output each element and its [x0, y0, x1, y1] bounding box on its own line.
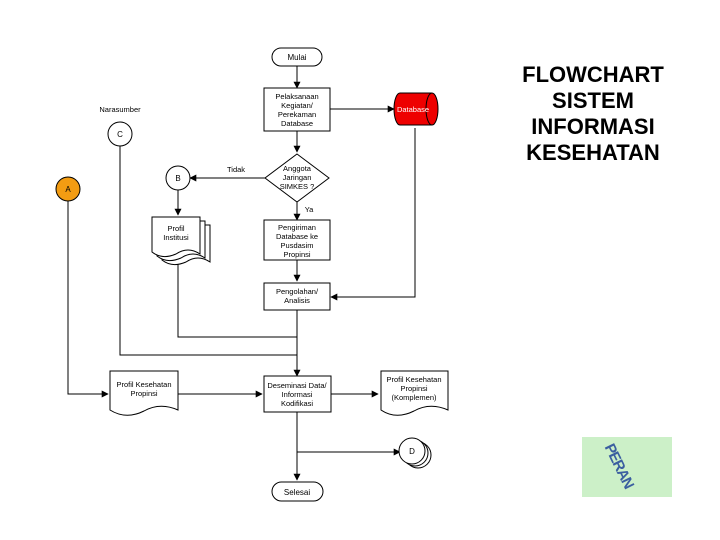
end-terminator: Selesai [271, 481, 324, 502]
start-label: Mulai [287, 53, 306, 62]
decision-simkes: Anggota Jaringan SIMKES ? [264, 153, 330, 203]
end-label: Selesai [284, 488, 310, 497]
profil-institusi-line-2: Institusi [163, 233, 189, 242]
slide-title: FLOWCHART SISTEM INFORMASI KESEHATAN [498, 62, 688, 166]
document-profil-komplemen: Profil Kesehatan Propinsi (Komplemen) [380, 370, 449, 416]
title-line-2: SISTEM [552, 88, 634, 113]
profil-komplemen-line-2: Propinsi [400, 384, 427, 393]
title-line-4: KESEHATAN [526, 140, 660, 165]
profil-komplemen-line-1: Profil Kesehatan [386, 375, 441, 384]
diseminasi-line-3: Kodifikasi [281, 399, 313, 408]
connector-lines [67, 66, 416, 481]
connector-b-label: B [175, 174, 180, 183]
connector-d-label: D [409, 447, 415, 456]
connector-b: B [165, 165, 191, 191]
process-diseminasi: Deseminasi Data/ Informasi Kodifikasi [263, 375, 332, 413]
profil-komplemen-line-3: (Komplemen) [391, 393, 437, 402]
edge-database-pengolahan [330, 128, 416, 301]
logo-glyphs: PERAN [600, 440, 637, 492]
connector-c: C [107, 121, 133, 147]
pengiriman-line-3: Pusdasim [281, 241, 314, 250]
connector-c-label: C [117, 130, 123, 139]
pengolahan-line-1: Pengolahan/ [276, 287, 319, 296]
process-pelaksanaan: Pelaksanaan Kegiatan/ Perekaman Database [263, 87, 331, 132]
edge-a-profil-kes-prop [67, 201, 109, 398]
pelaksanaan-line-2: Kegiatan/ [281, 101, 314, 110]
title-line-3: INFORMASI [531, 114, 655, 139]
diseminasi-line-2: Informasi [282, 390, 313, 399]
diseminasi-line-1: Deseminasi Data/ [267, 381, 327, 390]
label-narasumber: Narasumber [99, 105, 141, 114]
pelaksanaan-line-3: Perekaman [278, 110, 316, 119]
decision-line-1: Anggota [283, 164, 312, 173]
decision-line-3: SIMKES ? [280, 182, 315, 191]
process-pengiriman: Pengiriman Database ke Pusdasim Propinsi [263, 219, 331, 261]
profil-institusi-line-1: Profil [167, 224, 184, 233]
database-storage: Database [393, 92, 439, 126]
pelaksanaan-line-1: Pelaksanaan [275, 92, 318, 101]
document-profil-kesehatan-propinsi: Profil Kesehatan Propinsi [109, 370, 179, 416]
edge-c-merge [119, 146, 297, 356]
document-profil-institusi: Profil Institusi [151, 216, 211, 266]
pengiriman-line-4: Propinsi [283, 250, 310, 259]
pelaksanaan-line-4: Database [281, 119, 313, 128]
pengiriman-line-1: Pengiriman [278, 223, 316, 232]
logo-image: PERAN [582, 437, 672, 497]
process-pengolahan: Pengolahan/ Analisis [263, 282, 331, 311]
connector-a: A [55, 176, 81, 202]
profil-kes-prop-line-1: Profil Kesehatan [116, 380, 171, 389]
decision-line-2: Jaringan [283, 173, 312, 182]
database-label: Database [397, 105, 429, 114]
pengolahan-line-2: Analisis [284, 296, 310, 305]
label-ya: Ya [305, 205, 314, 214]
start-terminator: Mulai [271, 47, 323, 67]
connector-a-label: A [65, 185, 71, 194]
profil-kes-prop-line-2: Propinsi [130, 389, 157, 398]
connector-d: D [398, 437, 432, 469]
pengiriman-line-2: Database ke [276, 232, 318, 241]
title-line-1: FLOWCHART [522, 62, 664, 87]
edge-profil-institusi-merge [177, 258, 297, 338]
label-tidak: Tidak [227, 165, 245, 174]
